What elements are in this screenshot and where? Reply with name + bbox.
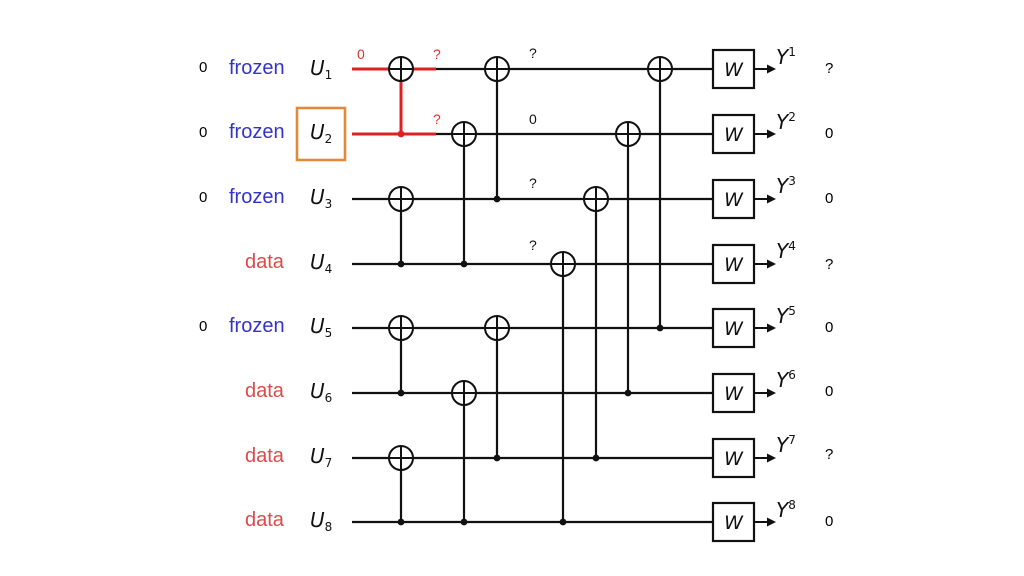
output-value-4: ?	[825, 256, 834, 273]
wire-annotation-r4-after-stage2: ?	[529, 237, 537, 253]
output-value-3: 0	[825, 190, 834, 207]
y-output-2: Y2	[776, 110, 796, 134]
channel-label-5: W	[724, 318, 744, 340]
wire-annotation-r1-after-stage2: ?	[529, 45, 537, 61]
y-output-1: Y1	[776, 45, 796, 69]
channel-label-7: W	[724, 448, 744, 470]
y-output-4: Y4	[776, 239, 796, 263]
control-dot-2	[397, 260, 405, 268]
y-output-5: Y5	[776, 304, 796, 328]
input-value-3: 0	[199, 189, 208, 206]
input-value-2: 0	[199, 124, 208, 141]
bit-kind-label-1: frozen	[229, 57, 285, 79]
bit-kind-label-6: data	[245, 380, 284, 402]
bit-kind-label-2: frozen	[229, 121, 285, 143]
y-output-8: Y8	[776, 498, 796, 522]
channel-label-6: W	[724, 383, 744, 405]
y-output-3: Y3	[776, 174, 796, 198]
bit-kind-label-3: frozen	[229, 186, 285, 208]
control-dot-3	[397, 389, 405, 397]
channel-label-4: W	[724, 254, 744, 276]
y-output-7: Y7	[776, 433, 796, 457]
control-dot-1	[397, 130, 405, 138]
u-variable-1: U1	[310, 56, 333, 82]
output-value-7: ?	[825, 446, 834, 463]
channel-box-7	[711, 437, 756, 479]
control-dot-8	[493, 454, 501, 462]
channel-label-2: W	[724, 124, 744, 146]
u-variable-6: U6	[310, 379, 333, 405]
wire-annotation-r2-after-stage2: 0	[529, 111, 537, 127]
output-value-1: ?	[825, 60, 834, 77]
u-variable-4: U4	[310, 250, 333, 276]
highlight-box-u2	[295, 106, 347, 162]
u-variable-3: U3	[310, 185, 333, 211]
input-value-1: 0	[199, 59, 208, 76]
channel-box-5	[711, 307, 756, 349]
output-value-5: 0	[825, 319, 834, 336]
bit-kind-label-5: frozen	[229, 315, 285, 337]
wire-annotation-r2-after-stage1: ?	[433, 111, 441, 127]
channel-box-8	[711, 501, 756, 543]
control-dot-7	[460, 518, 468, 526]
control-dot-11	[624, 389, 632, 397]
output-value-2: 0	[825, 125, 834, 142]
u-variable-8: U8	[310, 508, 333, 534]
wire-annotation-r1-after-stage1: ?	[433, 46, 441, 62]
control-dot-12	[656, 324, 664, 332]
control-dot-6	[493, 195, 501, 203]
output-value-8: 0	[825, 513, 834, 530]
control-dot-10	[592, 454, 600, 462]
wire-annotation-r1-in: 0	[357, 46, 365, 62]
output-value-6: 0	[825, 383, 834, 400]
bit-kind-label-7: data	[245, 445, 284, 467]
u-variable-5: U5	[310, 314, 333, 340]
channel-label-3: W	[724, 189, 744, 211]
u-variable-2: U2	[310, 120, 333, 146]
u-variable-7: U7	[310, 444, 333, 470]
y-output-6: Y6	[776, 368, 796, 392]
control-dot-9	[559, 518, 567, 526]
control-dot-4	[397, 518, 405, 526]
channel-box-1	[711, 48, 756, 90]
channel-label-8: W	[724, 512, 744, 534]
bit-kind-label-8: data	[245, 509, 284, 531]
channel-label-1: W	[724, 59, 744, 81]
bit-kind-label-4: data	[245, 251, 284, 273]
wire-annotation-r3-after-stage2: ?	[529, 175, 537, 191]
input-value-5: 0	[199, 318, 208, 335]
control-dot-5	[460, 260, 468, 268]
